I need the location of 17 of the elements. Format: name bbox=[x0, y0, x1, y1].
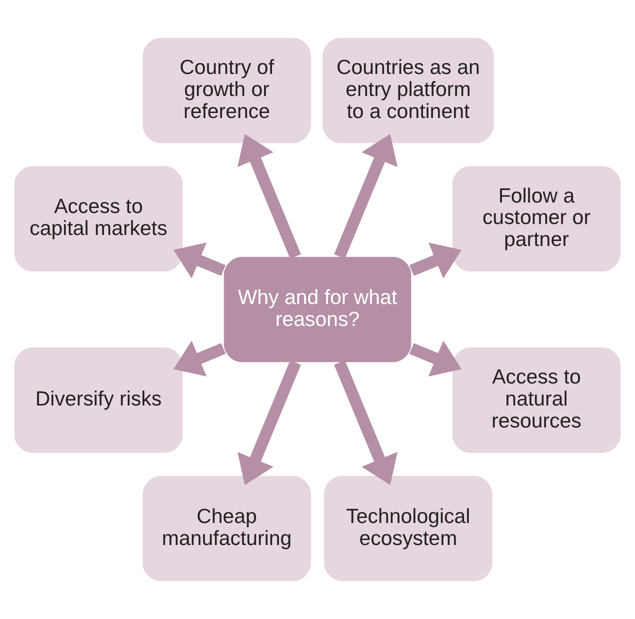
arrow bbox=[334, 134, 398, 259]
arrow bbox=[237, 134, 301, 259]
node-box: Why and for what reasons? bbox=[224, 256, 412, 362]
arrow bbox=[409, 242, 462, 278]
node-box: Countries as an entry platform to a continent bbox=[322, 38, 494, 144]
node-box: Diversify risks bbox=[14, 348, 183, 453]
node-box: Technological ecosystem bbox=[324, 476, 492, 582]
node-box: Access to natural resources bbox=[452, 348, 621, 453]
arrow bbox=[173, 340, 226, 376]
node-box: Country of growth or reference bbox=[142, 38, 311, 144]
arrow bbox=[237, 360, 301, 486]
node-box: Access to capital markets bbox=[14, 166, 183, 272]
node-box: Follow a customer or partner bbox=[452, 166, 621, 272]
arrow bbox=[173, 242, 226, 278]
arrow bbox=[334, 360, 398, 486]
arrow bbox=[409, 340, 462, 376]
node-box: Cheap manufacturing bbox=[142, 476, 311, 582]
